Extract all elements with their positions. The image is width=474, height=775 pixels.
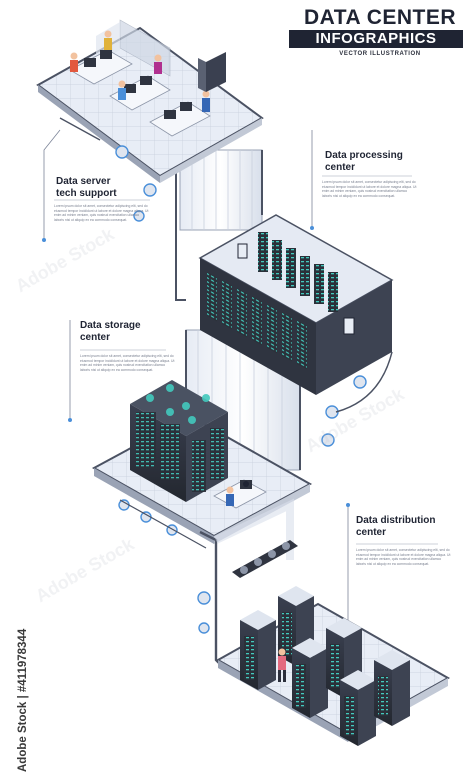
stock-watermark-side: Adobe Stock | #411978344 — [4, 596, 29, 772]
technician — [278, 648, 286, 682]
stock-watermark-text: Adobe Stock | #411978344 — [17, 628, 29, 772]
title-banner — [289, 30, 463, 48]
distribution-level — [215, 586, 451, 746]
section-body-processing: Lorem ipsum dolor sit amet, consectetur … — [322, 180, 417, 198]
connector-gears-right — [321, 351, 393, 447]
section-body-tech-support: Lorem ipsum dolor sit amet, consectetur … — [54, 204, 149, 222]
office-workers — [70, 30, 210, 112]
connector-gears-upper — [59, 117, 157, 222]
section-title-processing: Data processing center — [325, 150, 403, 173]
infographic-title: DATA CENTER — [303, 6, 457, 29]
section-title-distribution: Data distribution center — [356, 515, 436, 538]
processing-hall — [198, 214, 394, 395]
infographic-subtitle: INFOGRAPHICS — [315, 30, 437, 47]
section-title-tech-support: Data server tech support — [56, 176, 117, 199]
server-racks — [240, 586, 410, 746]
section-title-storage: Data storage center — [80, 320, 141, 343]
tech-support-office — [36, 19, 264, 183]
section-body-distribution: Lorem ipsum dolor sit amet, consectetur … — [356, 548, 451, 566]
section-body-storage: Lorem ipsum dolor sit amet, consectetur … — [80, 354, 175, 372]
tagline: VECTOR ILLUSTRATION — [339, 51, 421, 57]
data-pipe-lower — [118, 498, 294, 671]
callout-lines — [42, 129, 438, 620]
ceiling-fans — [232, 540, 298, 578]
